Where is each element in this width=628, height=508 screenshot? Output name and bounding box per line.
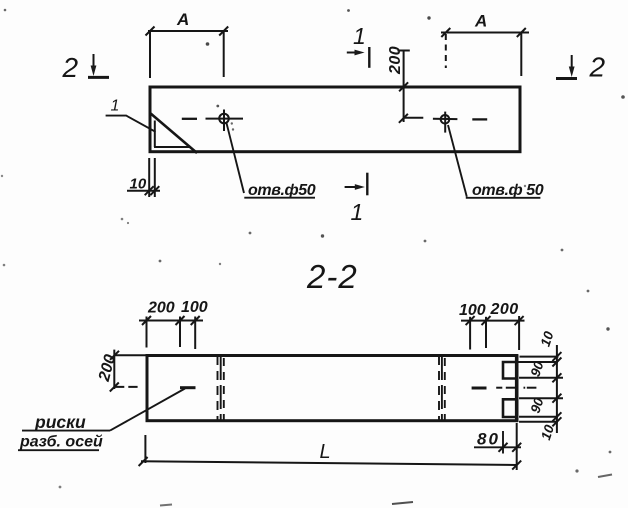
svg-text:1: 1 — [353, 23, 366, 49]
svg-text:A: A — [176, 10, 189, 29]
svg-text:100: 100 — [181, 299, 208, 316]
svg-text:10: 10 — [538, 329, 557, 348]
svg-text:2: 2 — [62, 52, 79, 83]
svg-text:200: 200 — [387, 46, 404, 75]
svg-text:1: 1 — [351, 199, 364, 225]
svg-text:2: 2 — [589, 52, 606, 83]
svg-text:200: 200 — [490, 301, 519, 318]
svg-text:разб. осей: разб. осей — [19, 434, 103, 451]
svg-text:2-2: 2-2 — [306, 258, 358, 295]
svg-text:80: 80 — [477, 430, 500, 449]
svg-text:90: 90 — [528, 396, 547, 415]
svg-text:1: 1 — [111, 98, 120, 115]
svg-text:200: 200 — [96, 353, 120, 384]
svg-text:90: 90 — [528, 359, 547, 378]
svg-text:10: 10 — [538, 423, 557, 442]
svg-text:отв.ф 50: отв.ф 50 — [472, 182, 544, 199]
svg-text:A: A — [474, 12, 487, 31]
svg-text:10: 10 — [130, 176, 147, 193]
svg-text:риски: риски — [34, 412, 86, 432]
svg-text:отв.ф50: отв.ф50 — [248, 182, 316, 199]
svg-text:L: L — [320, 441, 331, 463]
svg-text:200: 200 — [147, 300, 175, 317]
svg-text:100: 100 — [459, 302, 486, 319]
